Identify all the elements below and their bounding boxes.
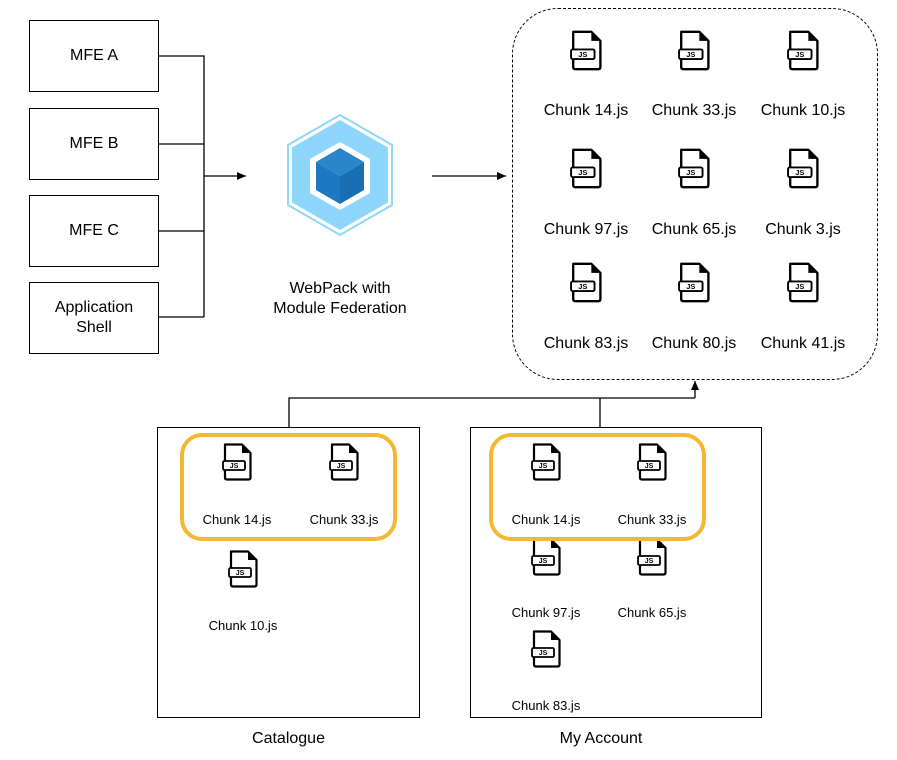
catalogue-other-chunk-1-label: Chunk 10.js (208, 618, 278, 633)
pool-chunk-9-label: Chunk 41.js (760, 335, 846, 352)
webpack-logo-icon (287, 113, 393, 237)
js-file-icon: JS (787, 30, 819, 71)
catalogue-label: Catalogue (252, 730, 325, 747)
js-file-icon: JS (329, 443, 359, 481)
js-file-icon: JS (787, 262, 819, 303)
svg-text:JS: JS (230, 463, 239, 470)
js-file-icon: JS (570, 262, 602, 303)
js-file-icon: JS (570, 148, 602, 189)
webpack-caption-line2: Module Federation (273, 300, 407, 317)
svg-text:JS: JS (645, 558, 654, 565)
connector-mfe-a (158, 55, 205, 317)
svg-text:JS: JS (578, 168, 587, 177)
svg-text:JS: JS (686, 168, 695, 177)
source-box-mfe-b: MFE B (29, 108, 159, 180)
source-label-mfe-a: MFE A (69, 47, 118, 64)
pool-chunk-2-label: Chunk 33.js (651, 102, 737, 119)
svg-text:JS: JS (539, 558, 548, 565)
svg-text:JS: JS (337, 463, 346, 470)
pool-chunk-1-label: Chunk 14.js (543, 102, 629, 119)
webpack-caption-line1: WebPack with (289, 280, 391, 297)
js-file-icon: JS (531, 443, 561, 481)
catalogue-shared-chunk-1-label: Chunk 14.js (202, 512, 272, 527)
svg-text:JS: JS (539, 463, 548, 470)
js-file-icon: JS (787, 148, 819, 189)
svg-text:JS: JS (686, 282, 695, 291)
catalogue-shared-chunk-2-label: Chunk 33.js (309, 512, 379, 527)
js-file-icon: JS (570, 30, 602, 71)
my-account-shared-highlight (489, 433, 706, 541)
pool-chunk-3-label: Chunk 10.js (760, 102, 846, 119)
catalogue-shared-highlight (180, 433, 397, 541)
js-file-icon: JS (228, 550, 258, 588)
js-file-icon: JS (531, 538, 561, 576)
source-box-app-shell: Application Shell (29, 282, 159, 354)
svg-text:JS: JS (578, 282, 587, 291)
js-file-icon: JS (531, 630, 561, 668)
pool-chunk-5-label: Chunk 65.js (651, 221, 737, 238)
svg-text:JS: JS (795, 282, 804, 291)
svg-text:JS: JS (539, 650, 548, 657)
source-box-mfe-c: MFE C (29, 195, 159, 267)
svg-text:JS: JS (236, 570, 245, 577)
svg-text:JS: JS (645, 463, 654, 470)
svg-text:JS: JS (578, 50, 587, 59)
js-file-icon: JS (222, 443, 252, 481)
connector-catalogue-up (288, 397, 695, 427)
js-file-icon: JS (678, 30, 710, 71)
my-account-other-chunk-2-label: Chunk 65.js (617, 605, 687, 620)
my-account-panel (470, 427, 762, 718)
pool-chunk-6-label: Chunk 3.js (765, 221, 841, 238)
my-account-shared-chunk-2-label: Chunk 33.js (617, 512, 687, 527)
js-file-icon: JS (678, 262, 710, 303)
source-label-app-shell: Application Shell (54, 299, 134, 336)
my-account-other-chunk-3-label: Chunk 83.js (511, 698, 581, 713)
pool-chunk-4-label: Chunk 97.js (543, 221, 629, 238)
my-account-other-chunk-1-label: Chunk 97.js (511, 605, 581, 620)
source-label-mfe-b: MFE B (69, 135, 119, 152)
pool-chunk-7-label: Chunk 83.js (543, 335, 629, 352)
pool-chunk-8-label: Chunk 80.js (651, 335, 737, 352)
source-label-mfe-c: MFE C (69, 222, 119, 239)
svg-text:JS: JS (795, 50, 804, 59)
js-file-icon: JS (678, 148, 710, 189)
webpack-caption: WebPack with Module Federation (240, 279, 440, 319)
svg-text:JS: JS (795, 168, 804, 177)
chunk-pool (512, 8, 878, 380)
js-file-icon: JS (637, 538, 667, 576)
svg-text:JS: JS (686, 50, 695, 59)
my-account-label: My Account (559, 730, 643, 747)
js-file-icon: JS (637, 443, 667, 481)
my-account-shared-chunk-1-label: Chunk 14.js (511, 512, 581, 527)
catalogue-panel (157, 427, 420, 718)
source-box-mfe-a: MFE A (29, 20, 159, 92)
